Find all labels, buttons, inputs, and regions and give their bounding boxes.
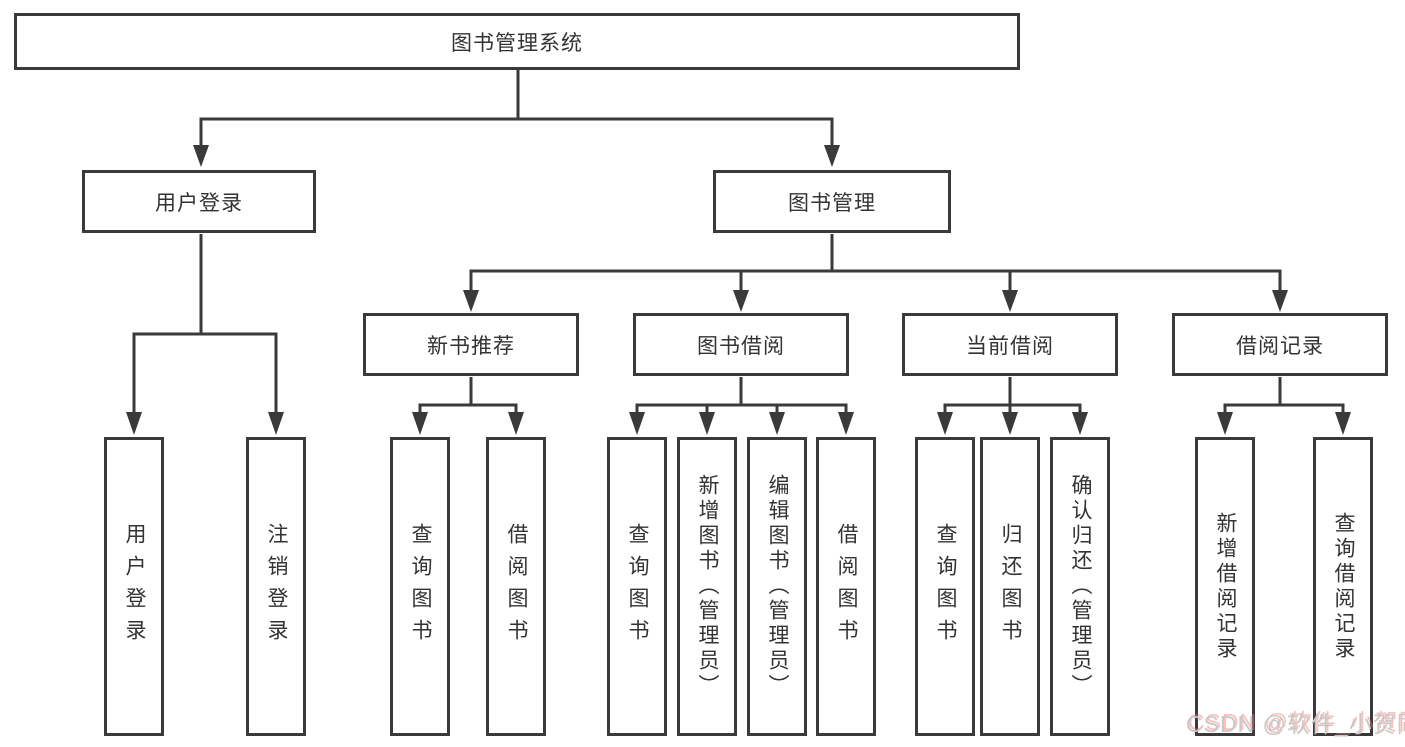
leaf-recommend-query-books: 查询图书 [390, 437, 450, 736]
node-current-borrowing: 当前借阅 [902, 313, 1118, 376]
node-label: 用户登录 [123, 522, 146, 651]
connector-mgmt-to-level3 [469, 234, 1282, 292]
leaf-recommend-borrow-books: 借阅图书 [486, 437, 546, 736]
arrow-down-icon [937, 412, 953, 435]
leaf-edit-books-admin: 编辑图书（管理员） [747, 437, 807, 736]
node-borrow-records: 借阅记录 [1172, 313, 1388, 376]
arrow-down-icon [463, 290, 479, 312]
node-label: 图书管理系统 [451, 31, 583, 55]
node-label: 查询图书 [409, 522, 432, 651]
leaf-current-query-books: 查询图书 [915, 437, 975, 736]
node-label: 注销登录 [265, 522, 288, 651]
leaf-borrow-query-books: 查询图书 [607, 437, 667, 736]
leaf-logout: 注销登录 [246, 437, 306, 736]
arrow-down-icon [769, 412, 785, 435]
arrow-down-icon [1002, 412, 1018, 435]
arrow-down-icon [1272, 290, 1288, 312]
node-user-login: 用户登录 [82, 170, 316, 233]
node-book-management: 图书管理 [713, 170, 951, 233]
node-label: 图书借阅 [697, 334, 785, 358]
arrow-down-icon [508, 412, 524, 435]
arrow-down-icon [193, 145, 209, 167]
arrow-down-icon [1002, 290, 1018, 312]
arrow-down-icon [629, 412, 645, 435]
node-label: 借阅图书 [505, 522, 528, 651]
connector-login-to-leaves [132, 234, 278, 413]
node-label: 新增借阅记录 [1214, 511, 1237, 662]
node-label: 用户登录 [155, 191, 243, 215]
arrowheads [126, 145, 1351, 435]
leaf-add-books-admin: 新增图书（管理员） [677, 437, 737, 736]
node-label: 新增图书（管理员） [696, 474, 719, 699]
node-label: 归还图书 [999, 522, 1022, 651]
leaf-user-login: 用户登录 [104, 437, 164, 736]
node-label: 新书推荐 [427, 334, 515, 358]
arrow-down-icon [699, 412, 715, 435]
arrow-down-icon [126, 412, 142, 435]
arrow-down-icon [1335, 412, 1351, 435]
arrow-down-icon [733, 290, 749, 312]
node-label: 图书管理 [788, 191, 876, 215]
arrow-down-icon [1072, 412, 1088, 435]
node-label: 查询图书 [626, 522, 649, 651]
node-label: 查询借阅记录 [1332, 511, 1355, 662]
node-label: 查询图书 [934, 522, 957, 651]
node-label: 编辑图书（管理员） [766, 474, 789, 699]
leaf-return-books: 归还图书 [980, 437, 1040, 736]
leaf-confirm-return-admin: 确认归还（管理员） [1050, 437, 1110, 736]
leaf-query-borrow-record: 查询借阅记录 [1313, 437, 1373, 736]
arrow-down-icon [412, 412, 428, 435]
connector-history-to-leaves [1223, 377, 1345, 413]
connector-root-to-level2 [199, 70, 834, 147]
node-label: 借阅记录 [1236, 334, 1324, 358]
connector-rec-to-leaves [418, 377, 518, 413]
arrow-down-icon [824, 145, 840, 167]
node-new-book-recommend: 新书推荐 [363, 313, 579, 376]
arrow-down-icon [838, 412, 854, 435]
node-label: 借阅图书 [835, 522, 858, 651]
leaf-add-borrow-record: 新增借阅记录 [1195, 437, 1255, 736]
arrow-down-icon [268, 412, 284, 435]
node-label: 确认归还（管理员） [1069, 474, 1092, 699]
node-system-root: 图书管理系统 [14, 13, 1020, 70]
connector-borrow-to-leaves [635, 377, 848, 413]
connector-current-to-leaves [943, 377, 1082, 413]
node-book-borrowing: 图书借阅 [633, 313, 849, 376]
leaf-borrow-books: 借阅图书 [816, 437, 876, 736]
csdn-watermark: CSDN @软件_小贺同学 [1186, 711, 1405, 737]
node-label: 当前借阅 [966, 334, 1054, 358]
arrow-down-icon [1217, 412, 1233, 435]
